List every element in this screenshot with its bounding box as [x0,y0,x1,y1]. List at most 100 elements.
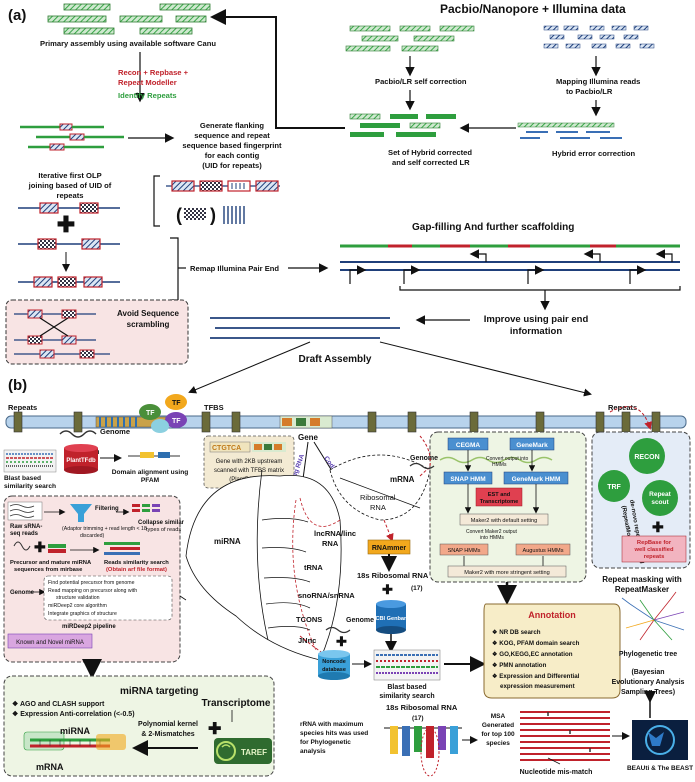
tf-complex [139,394,187,433]
filtering-1: Filtering [95,506,119,512]
kernel-1: Polynomial kernel [138,721,198,728]
fingerprint-2: sequence and repeat [194,131,270,140]
rrna-max-1: rRNA with maximum [300,721,364,728]
filter-icon [70,504,92,522]
tcons-label: TCONS [296,615,322,624]
annotation-item-3: ❖ GO,KEGG,EC annotation [492,651,573,658]
est-box [475,487,523,507]
rrna-bars [384,726,462,777]
domain-1: Domain alignment using [112,469,189,476]
ribosomal-1: Ribosomal [360,493,396,502]
taref-logo [214,738,272,764]
scaffold [340,244,681,291]
annotation-item-1: ❖ NR DB search [492,629,541,636]
targeting-box [3,675,275,777]
repbase-1: RepBase for [637,540,672,546]
ribosomal-2: RNA [370,503,386,512]
tfbs-motif-icon [209,441,251,453]
recon-circle [629,438,665,474]
avoid-1: Avoid Sequence [117,309,179,318]
plus-icon-repbase: ✚ [652,519,664,535]
convert1-1: Convert output into [486,456,528,462]
step-3: structure validation [56,595,100,601]
primary-assembly-text: Primary assembly using available softwar… [40,39,216,48]
olp-contigs: ✚ [18,202,120,288]
gene-prediction-box [429,431,587,583]
augustus-box [515,543,571,556]
raw-reads-icon [7,501,43,521]
augustus-label: Augustus HMMs [522,548,563,554]
tf-label-3: TF [172,418,181,425]
bayesian-2: Evolutionary Analysis [612,679,685,686]
step-5: Integrate graphics of structure [48,611,117,617]
gene-2kb-2: scanned with TFBS matrix [214,468,284,474]
repbase-3: repeats [644,554,665,560]
bayesian-3: Sampling Trees) [621,689,675,696]
rrna-17: (17) [411,585,423,592]
genemark-label: GeneMark [516,442,548,449]
targeting-item-1: ❖ AGO and CLASH support [12,700,105,708]
fingerprint-3: sequence based fingerprint [182,141,282,150]
svg-text:(: ( [176,205,182,225]
scout-circle [642,480,678,516]
transcriptome-label: Transcriptome [202,698,271,709]
repbase-2: well classified [634,547,674,553]
remap-text: Remap Illumina Pair End [190,264,279,273]
pacbio-header: Pacbio/Nanopore + Illumina data [440,2,626,16]
filtering-3: discarded) [80,533,104,539]
domain-2: PFAM [141,477,160,484]
repeats-right: Repeats [608,403,637,412]
fingerprint-4: for each contig [205,151,260,160]
gene-2kb-1: Gene with 2KB upstream [216,459,283,465]
collapse-icon [132,504,160,512]
pipeline-genome: Genome [10,590,35,596]
genemark-hmm-label: GeneMark HMM [512,476,561,483]
noncode-database-icon [318,650,350,680]
msa-1: MSA [491,713,506,720]
cegma-label: CEGMA [456,442,481,449]
mirdeep-label: miRDeep2 pipeline [62,624,116,630]
short-reads-blue [543,25,655,49]
flanking-reads [20,123,124,151]
olp-3: repeats [56,191,83,200]
mrna-leaf [329,454,431,521]
noncode-1: Noncode [322,659,346,665]
rrna-18s-2: 18s Ribosomal RNA [386,703,458,712]
noncode-2: database [322,667,346,673]
target-mirna-label: miRNA [60,726,91,736]
blast-left-2: similarity search [4,483,56,490]
genome-label-2: Genome [346,617,374,624]
olp-1: Iterative first OLP [38,171,101,180]
trf-circle [598,470,630,502]
reads-sim-2: (Obtain arf file format) [106,567,167,573]
convert2-2: into HMMs [480,535,504,541]
maker-stringent-box [447,565,567,578]
repeat-box [591,431,691,569]
precursor-2: sequences from mirbase [14,567,83,573]
step-4: miRDeep2 core algorithm [48,603,107,609]
gene-label: Gene [298,433,319,442]
svg-text:✚: ✚ [57,212,75,237]
planttfdb-label: PlantTFdb [66,458,96,464]
lncrna-2: RNA [322,539,339,548]
hybrid-set-2: and self corrected LR [392,158,470,167]
blast-left-1: Blast based [4,475,41,482]
annotation-item-5: ❖ Expression and Differential [492,673,580,680]
targeting-title: miRNA targeting [120,686,199,697]
primary-reads [47,3,211,35]
snap-label: SNAP HMM [450,476,485,483]
taref-label: TAREF [241,748,267,757]
mismatch-label: Nucleotide mis-match [520,769,593,776]
fingerprint-5: (UID for repeats) [202,161,262,170]
recon-tools-1: Recon + Repbase + [118,68,189,77]
repeat-fingerprints: ( ) [166,180,280,225]
step-2: Read mapping on precursor along with [48,588,137,594]
maker1-label: Maker2 with default setting [471,518,538,524]
reads-similarity-icon [104,542,140,555]
annotation-item-4: ❖ PMN annotation [492,662,547,669]
draft-assembly-text: Draft Assembly [299,354,372,365]
raw-2: seq reads [10,531,39,537]
dna-icon-2 [409,462,435,470]
blast-mid-2: similarity search [379,693,434,700]
